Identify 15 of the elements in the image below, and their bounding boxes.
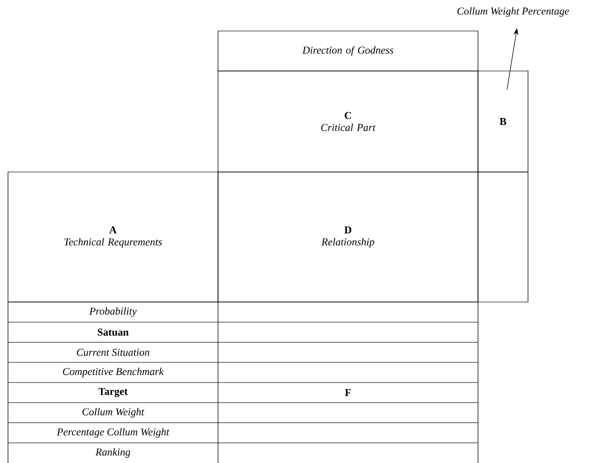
section-box [478,172,528,302]
row-label: Current Situation [76,348,150,356]
row-label: Satuan [98,328,129,336]
row-label: Target [98,388,128,398]
section-box: D Relationship [218,172,478,302]
section-box: B [478,70,528,172]
header-box: Direction of Godness [218,30,478,72]
row-label: Competitive Benchmark [63,368,164,378]
section-box: C Critical Part [218,70,478,172]
row-label: Collum Weight [82,408,144,418]
caption-text: Collum Weight Percentage [457,7,569,17]
row-label: Ranking [95,448,130,458]
section-box: A Technical Requrements [8,172,218,302]
row-label: Percentage Collum Weight [56,428,170,438]
cell-letter: F [344,389,351,396]
